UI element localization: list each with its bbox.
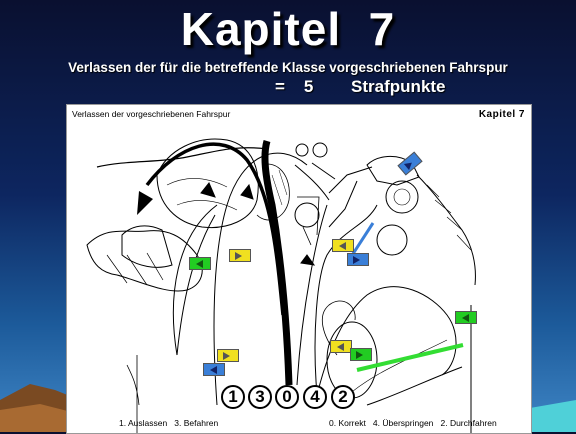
yellow-flag-1 bbox=[229, 249, 251, 262]
slide-subtitle: Verlassen der für die betreffende Klasse… bbox=[68, 60, 508, 75]
slide-title: Kapitel 7 bbox=[180, 3, 396, 55]
trial-section-drawing bbox=[86, 138, 476, 433]
yellow-flag-3 bbox=[217, 349, 239, 362]
green-flag-1 bbox=[189, 257, 211, 270]
penalty-points: = 5 Strafpunkte bbox=[275, 77, 446, 96]
panel-chapter-label: Kapitel 7 bbox=[478, 109, 525, 120]
panel-caption: Verlassen der vorgeschriebenen Fahrspur bbox=[72, 109, 231, 119]
legend-left: 1. Auslassen 3. Befahren bbox=[119, 418, 219, 428]
blue-flag-3 bbox=[203, 363, 225, 376]
yellow-flag-2 bbox=[332, 239, 354, 252]
legend-right: 0. Korrekt 4. Überspringen 2. Durchfahre… bbox=[329, 418, 497, 428]
lane-number-3: 3 bbox=[248, 385, 272, 409]
green-flag-3 bbox=[350, 348, 372, 361]
lane-number-4: 4 bbox=[303, 385, 327, 409]
blue-flag-1 bbox=[347, 253, 369, 266]
illustration-panel: Verlassen der vorgeschriebenen Fahrspur … bbox=[66, 104, 532, 434]
lane-number-2: 2 bbox=[331, 385, 355, 409]
green-flag-2 bbox=[455, 311, 477, 324]
yellow-flag-4 bbox=[330, 340, 352, 353]
lane-number-0: 0 bbox=[275, 385, 299, 409]
lane-number-1: 1 bbox=[221, 385, 245, 409]
